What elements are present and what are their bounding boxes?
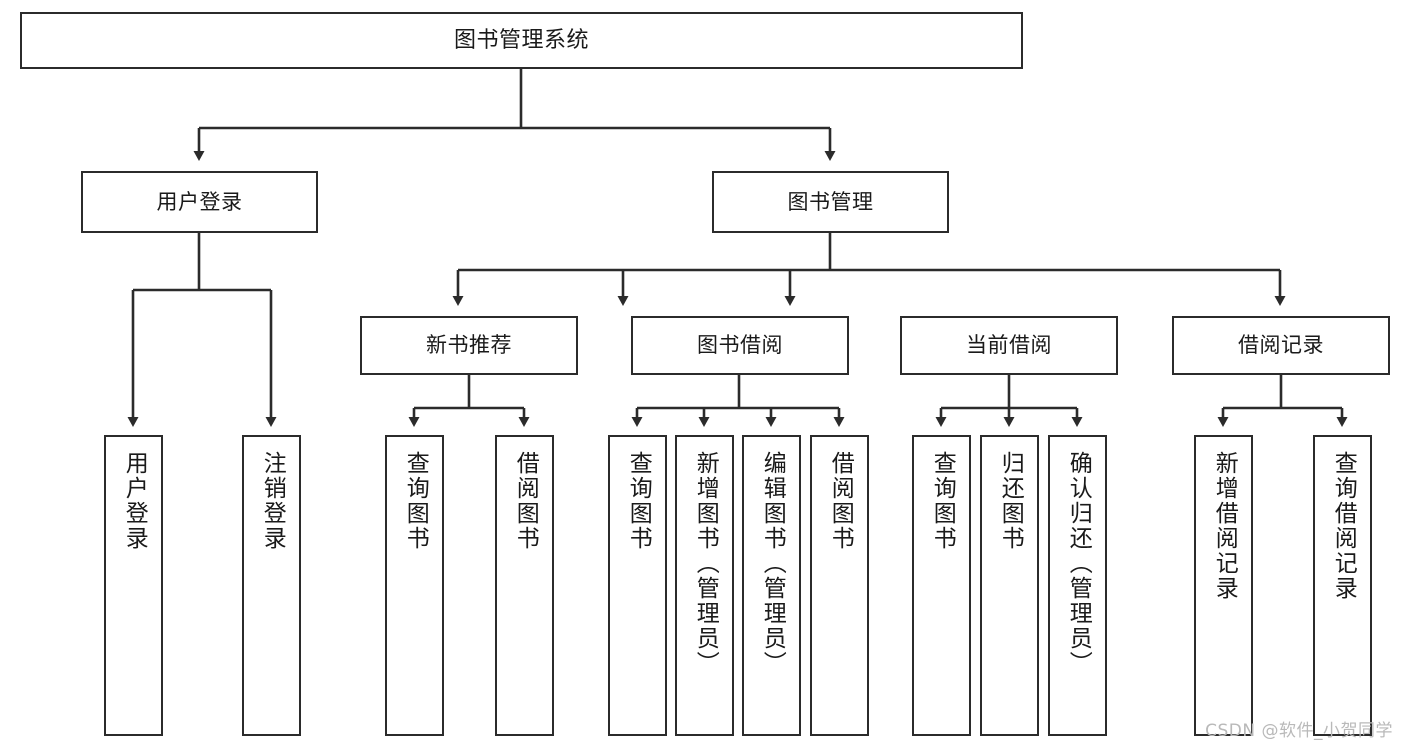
leaf-records-query-record[interactable]: 查询借阅记录 — [1313, 435, 1372, 736]
leaf-records-add-record[interactable]: 新增借阅记录 — [1194, 435, 1253, 736]
leaf-borrow-query-book[interactable]: 查询图书 — [608, 435, 667, 736]
node-label: 注销登录 — [259, 451, 286, 551]
node-label: 用户登录 — [156, 189, 243, 214]
node-book-borrow[interactable]: 图书借阅 — [631, 316, 849, 375]
node-label: 图书借阅 — [697, 333, 783, 358]
csdn-watermark: CSDN @软件_小贺同学 — [1205, 721, 1393, 741]
node-label: 图书管理 — [787, 189, 874, 214]
node-borrow-records[interactable]: 借阅记录 — [1172, 316, 1390, 375]
node-label: 查询图书 — [402, 451, 429, 551]
node-label: 用户登录 — [121, 451, 148, 551]
leaf-borrow-edit-book-admin[interactable]: 编辑图书（管理员） — [742, 435, 801, 736]
node-root-system[interactable]: 图书管理系统 — [20, 12, 1023, 69]
leaf-current-query-book[interactable]: 查询图书 — [912, 435, 971, 736]
node-user-login[interactable]: 用户登录 — [81, 171, 318, 233]
node-label: 确认归还（管理员） — [1065, 451, 1092, 676]
leaf-borrow-borrow-book[interactable]: 借阅图书 — [810, 435, 869, 736]
leaf-current-confirm-return-admin[interactable]: 确认归还（管理员） — [1048, 435, 1107, 736]
leaf-user-login-signout[interactable]: 注销登录 — [242, 435, 301, 736]
leaf-borrow-add-book-admin[interactable]: 新增图书（管理员） — [675, 435, 734, 736]
node-label: 归还图书 — [997, 451, 1024, 551]
leaf-user-login-signin[interactable]: 用户登录 — [104, 435, 163, 736]
node-label: 新增图书（管理员） — [692, 451, 719, 676]
node-label: 借阅图书 — [512, 451, 539, 551]
node-label: 借阅记录 — [1238, 333, 1324, 358]
node-book-management[interactable]: 图书管理 — [712, 171, 949, 233]
node-label: 图书管理系统 — [453, 27, 589, 53]
node-label: 当前借阅 — [966, 333, 1052, 358]
node-new-book-recommend[interactable]: 新书推荐 — [360, 316, 578, 375]
leaf-new-book-borrow[interactable]: 借阅图书 — [495, 435, 554, 736]
node-current-borrow[interactable]: 当前借阅 — [900, 316, 1118, 375]
node-label: 编辑图书（管理员） — [759, 451, 786, 676]
node-label: 新书推荐 — [426, 333, 512, 358]
leaf-new-book-query[interactable]: 查询图书 — [385, 435, 444, 736]
leaf-current-return-book[interactable]: 归还图书 — [980, 435, 1039, 736]
node-label: 查询借阅记录 — [1330, 451, 1357, 601]
node-label: 查询图书 — [929, 451, 956, 551]
node-label: 查询图书 — [625, 451, 652, 551]
node-label: 新增借阅记录 — [1211, 451, 1238, 601]
node-label: 借阅图书 — [827, 451, 854, 551]
